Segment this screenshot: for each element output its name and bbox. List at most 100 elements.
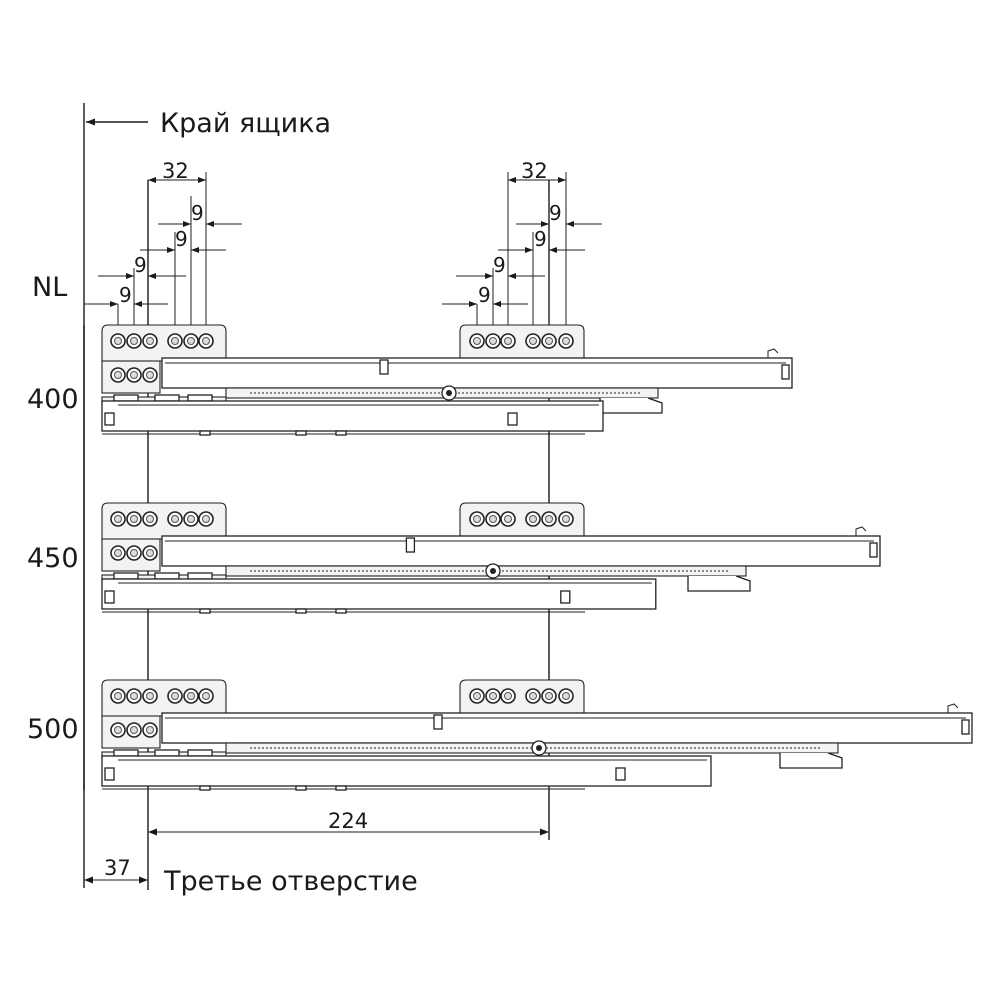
mounting-hole-core (504, 337, 512, 345)
flange-slot (113, 394, 139, 402)
drawer-edge-callout: Край ящика (86, 108, 331, 139)
mounting-hole-core (473, 515, 481, 523)
step-label: 9 (549, 201, 562, 225)
mounting-hole-core (529, 515, 537, 523)
mounting-hole-core (130, 515, 138, 523)
drawer-member-tab (405, 537, 416, 553)
mounting-hole-core (130, 371, 138, 379)
drawer-edge-label: Край ящика (160, 108, 331, 139)
mounting-hole-core (473, 337, 481, 345)
drawer-member-tab (379, 359, 389, 375)
drawer-member-end-tab (961, 719, 970, 735)
middle-rail-end (599, 397, 663, 414)
nl-label: NL (32, 272, 67, 303)
drawer-member-hook (767, 348, 779, 358)
synchronizer-gear-hub (446, 390, 452, 396)
cabinet-member-stop (104, 767, 115, 781)
flange-slot (113, 572, 139, 580)
drawer-member-tab (433, 714, 443, 730)
mounting-hole-core (489, 337, 497, 345)
drawer-member-end-tab (869, 542, 878, 558)
drawer-edge-arrow (86, 118, 95, 126)
base-foot (199, 785, 211, 791)
mounting-hole-core (146, 549, 154, 557)
runner-assembly (101, 679, 973, 791)
hole-span-label: 224 (328, 809, 368, 833)
cabinet-member-stop (104, 412, 115, 426)
flange-slot (187, 749, 213, 757)
cabinet-member-tab (560, 590, 571, 604)
mounting-hole-core (545, 337, 553, 345)
step-label: 9 (119, 283, 132, 307)
flange-slot (154, 749, 180, 757)
edge-offset-dimension: 37 (84, 856, 148, 884)
flange-slot (154, 572, 180, 580)
cabinet-member (101, 755, 712, 787)
step-label: 9 (191, 201, 204, 225)
mounting-hole-core (202, 515, 210, 523)
mounting-hole-core (114, 515, 122, 523)
base-foot (295, 430, 307, 436)
mounting-hole-core (545, 692, 553, 700)
mounting-hole-core (473, 692, 481, 700)
step-dimensions-left: 9 9 9 9 (84, 196, 242, 330)
base-foot (199, 430, 211, 436)
drawer-member-end-tab (781, 364, 790, 380)
step-dimensions-right: 9 9 9 9 (442, 196, 602, 330)
runner-assembly (101, 502, 881, 614)
mounting-hole-core (171, 337, 179, 345)
pitch-label-left: 32 (162, 159, 189, 183)
mounting-hole-core (114, 726, 122, 734)
pitch-label-right: 32 (521, 159, 548, 183)
third-hole-label: Третье отверстие (163, 866, 418, 897)
hole-span-dimension: 224 (148, 809, 549, 836)
cabinet-member (101, 400, 604, 432)
mounting-hole-core (202, 692, 210, 700)
mounting-hole-core (171, 515, 179, 523)
flange-slot (187, 572, 213, 580)
step-label: 9 (534, 227, 547, 251)
base-foot (199, 608, 211, 614)
mounting-hole-core (130, 726, 138, 734)
mounting-hole-core (504, 692, 512, 700)
base-foot (295, 785, 307, 791)
base-foot (335, 608, 347, 614)
flange-slot (187, 394, 213, 402)
mounting-hole-core (562, 337, 570, 345)
step-label: 9 (493, 253, 506, 277)
mounting-hole-core (187, 515, 195, 523)
drawer-member-hook (855, 526, 867, 536)
step-label: 9 (134, 253, 147, 277)
base-foot (335, 430, 347, 436)
mounting-hole-core (171, 692, 179, 700)
mounting-hole-core (146, 692, 154, 700)
step-label: 9 (478, 283, 491, 307)
runner-assembly (101, 324, 793, 436)
runner-assemblies (101, 324, 973, 791)
mounting-hole-core (489, 692, 497, 700)
synchronizer-gear-hub (536, 745, 542, 751)
mounting-hole-core (130, 337, 138, 345)
flange-slot (113, 749, 139, 757)
mounting-hole-core (529, 337, 537, 345)
base-foot (335, 785, 347, 791)
mounting-hole-core (562, 692, 570, 700)
mounting-hole-core (529, 692, 537, 700)
pitch-dimension-left: 32 (148, 159, 207, 330)
length-label-400: 400 (27, 384, 79, 415)
drawer-member-hook (947, 703, 959, 713)
pitch-dimension-right: 32 (507, 159, 567, 330)
mounting-hole-core (489, 515, 497, 523)
mounting-hole-core (114, 371, 122, 379)
middle-rail-end (779, 752, 843, 769)
mounting-hole-core (146, 371, 154, 379)
cabinet-member-tab (507, 412, 518, 426)
mounting-hole-core (130, 692, 138, 700)
mounting-hole-core (114, 692, 122, 700)
edge-offset-label: 37 (104, 856, 131, 880)
mounting-hole-core (146, 337, 154, 345)
mounting-hole-core (146, 515, 154, 523)
mounting-hole-core (562, 515, 570, 523)
mounting-hole-core (114, 337, 122, 345)
mounting-hole-core (545, 515, 553, 523)
